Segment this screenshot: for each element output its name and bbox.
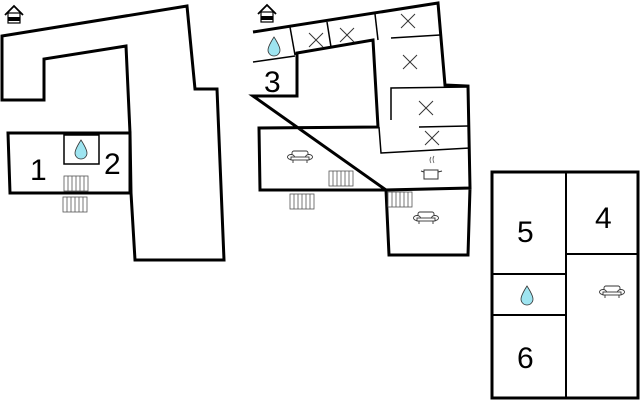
radiator-icon bbox=[387, 191, 413, 208]
cooking-pot-icon bbox=[420, 155, 443, 180]
outer-wall bbox=[248, 1, 472, 257]
sofa-icon bbox=[599, 285, 625, 299]
partition bbox=[374, 13, 379, 41]
partition bbox=[418, 125, 469, 128]
radiator-icon bbox=[62, 196, 88, 213]
radiator-icon bbox=[328, 170, 354, 187]
water-drop-icon bbox=[267, 36, 281, 57]
sofa-icon bbox=[287, 150, 313, 164]
water-drop-icon bbox=[74, 139, 88, 160]
sofa-icon bbox=[413, 211, 439, 225]
partition bbox=[390, 86, 469, 120]
room-label-6: 6 bbox=[517, 342, 534, 375]
floor-left: 1 2 bbox=[0, 4, 226, 262]
bathroom-left bbox=[63, 134, 100, 165]
x-mark-icon bbox=[339, 27, 355, 43]
room-label-4: 4 bbox=[595, 202, 612, 235]
x-mark-icon bbox=[418, 100, 434, 116]
room-label-5: 5 bbox=[517, 216, 534, 249]
partition bbox=[326, 21, 332, 48]
water-drop-icon bbox=[520, 285, 534, 306]
radiator-icon bbox=[289, 193, 315, 210]
x-mark-icon bbox=[424, 130, 440, 146]
room-label-3: 3 bbox=[264, 66, 281, 99]
x-mark-icon bbox=[308, 32, 324, 48]
partition bbox=[378, 126, 471, 154]
house-entrance-icon bbox=[4, 5, 24, 24]
x-mark-icon bbox=[402, 54, 418, 70]
partition bbox=[289, 26, 296, 56]
radiator-icon bbox=[63, 175, 89, 192]
room-label-2: 2 bbox=[104, 148, 121, 181]
house-entrance-icon bbox=[257, 4, 277, 23]
partition bbox=[252, 55, 296, 63]
x-mark-icon bbox=[400, 13, 416, 29]
room-label-1: 1 bbox=[30, 154, 47, 187]
rooms-1-2-block bbox=[6, 131, 132, 195]
partition bbox=[390, 34, 441, 39]
floor-middle: 3 bbox=[248, 1, 472, 257]
floor-right: 5 4 6 bbox=[490, 170, 640, 400]
